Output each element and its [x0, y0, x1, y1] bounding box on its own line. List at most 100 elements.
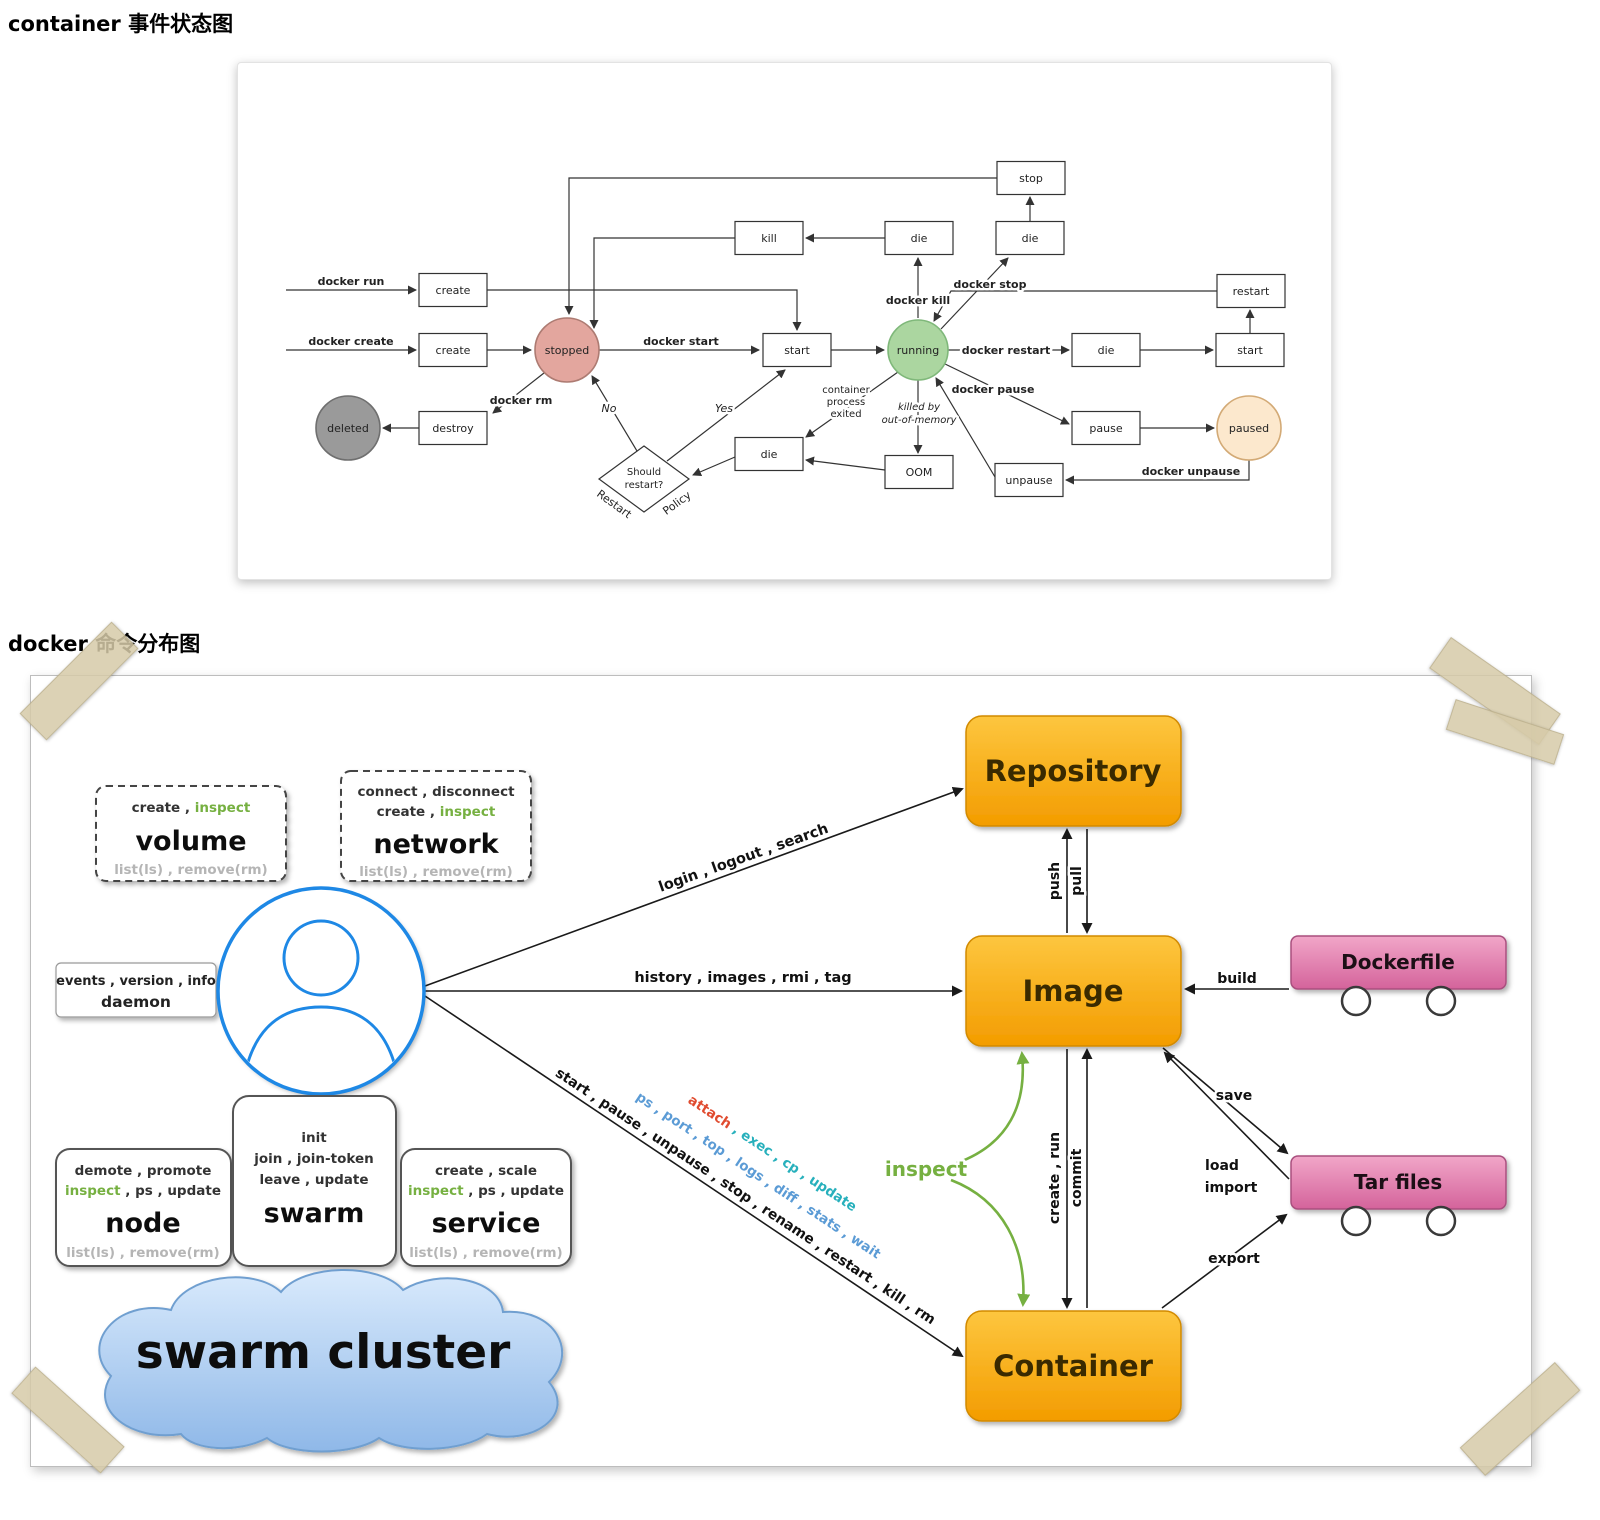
- service-ps-update: , ps , update: [464, 1183, 564, 1199]
- repository-box: [965, 715, 1182, 827]
- edge-save: [1162, 1047, 1289, 1155]
- paused-label: paused: [1229, 422, 1269, 435]
- stopped-state: [534, 317, 600, 383]
- swarm-init: init: [301, 1130, 327, 1146]
- state-diagram-svg: stop kill die die create restart create …: [286, 160, 1286, 521]
- die-restart-label: die: [1098, 344, 1115, 357]
- daemon-box: [55, 962, 217, 1018]
- user-head: [282, 919, 360, 997]
- load-label: load: [1205, 1158, 1239, 1174]
- inspect-label: inspect: [885, 1157, 968, 1181]
- create-create-box: [418, 332, 488, 368]
- node-inspect: inspect: [65, 1183, 121, 1199]
- docker-start-label: docker start: [643, 335, 719, 348]
- edge-inspect-container: [950, 1178, 1031, 1307]
- swarm-box: [232, 1095, 397, 1267]
- dockerfile-wheel-right: [1425, 985, 1457, 1017]
- die-stop-box: [995, 220, 1065, 256]
- commit-label: commit: [1069, 1148, 1085, 1207]
- network-create: create ,: [377, 804, 440, 820]
- oom-box: [884, 454, 954, 490]
- start-main-label: start: [784, 344, 810, 357]
- edge-yes-to-start: [666, 369, 786, 462]
- volume-name: volume: [135, 826, 246, 857]
- exited-label-1: container: [822, 385, 870, 396]
- no-label: No: [602, 402, 617, 415]
- die-exit-box: [734, 436, 804, 472]
- network-list-remove: list(ls) , remove(rm): [359, 864, 512, 880]
- repo-cmds-label: login , logout , search: [657, 821, 831, 896]
- edge-oom-to-die: [805, 456, 886, 471]
- export-label: export: [1208, 1251, 1260, 1267]
- stop-label: stop: [1019, 172, 1043, 185]
- command-map-svg: create , inspect volume list(ls) , remov…: [55, 715, 1507, 1453]
- diamond-line1: Should: [627, 467, 661, 478]
- start-restart-box: [1215, 332, 1285, 368]
- volume-create: create ,: [132, 800, 195, 816]
- command-edges: [424, 786, 1290, 1358]
- service-box: [400, 1148, 572, 1267]
- tar-files-box: [1290, 1155, 1507, 1210]
- die-kill-box: [884, 220, 954, 256]
- tar-files-wheel-right: [1425, 1205, 1457, 1237]
- image-label: Image: [1022, 974, 1123, 1008]
- push-label: push: [1047, 862, 1063, 900]
- node-box: [55, 1148, 232, 1267]
- docker-rm-label: docker rm: [490, 394, 553, 407]
- build-label: build: [1217, 971, 1257, 987]
- edge-no-to-stopped: [591, 375, 638, 452]
- user-icon: [216, 886, 426, 1096]
- command-map-poster: create , inspect volume list(ls) , remov…: [30, 675, 1532, 1467]
- state-diagram-panel: stop kill die die create restart create …: [237, 62, 1332, 580]
- state-edges: [286, 177, 1255, 485]
- docker-stop-label: docker stop: [954, 278, 1027, 291]
- daemon-cmds: events , version , info: [56, 974, 216, 989]
- pause-label: pause: [1089, 422, 1122, 435]
- node-demote: demote , promote: [75, 1163, 212, 1179]
- unpause-box: [994, 462, 1064, 498]
- create-run-label: create , run: [1047, 1132, 1063, 1224]
- tar-files-label: Tar files: [1354, 1170, 1443, 1194]
- network-cmds: create , inspect: [377, 804, 496, 820]
- volume-list-remove: list(ls) , remove(rm): [114, 862, 267, 878]
- volume-box: [95, 785, 287, 882]
- dockerfile-label: Dockerfile: [1341, 950, 1455, 974]
- unpause-label: unpause: [1005, 474, 1052, 487]
- docker-unpause-label: docker unpause: [1142, 465, 1240, 478]
- running-label: running: [897, 344, 939, 357]
- network-name: network: [373, 829, 499, 860]
- paused-state: [1216, 395, 1282, 461]
- oom-label-2: out-of-memory: [882, 415, 958, 426]
- service-cmds: inspect , ps , update: [408, 1183, 564, 1199]
- user-circle: [216, 886, 426, 1096]
- create-run-label: create: [436, 284, 471, 297]
- service-create: create , scale: [435, 1163, 537, 1179]
- stopped-label: stopped: [545, 344, 590, 357]
- volume-inspect: inspect: [195, 800, 251, 816]
- volume-cmds: create , inspect: [132, 800, 251, 816]
- network-connect: connect , disconnect: [357, 784, 515, 800]
- dockerfile-wheel-left: [1340, 985, 1372, 1017]
- node-cmds: inspect , ps , update: [65, 1183, 221, 1199]
- edge-kill-to-stopped: [589, 237, 735, 329]
- container-query-cmds-label: ps , port , top , logs , diff , stats , …: [633, 1089, 884, 1263]
- create-create-label: create: [436, 344, 471, 357]
- service-list-remove: list(ls) , remove(rm): [409, 1245, 562, 1261]
- import-label: import: [1205, 1180, 1258, 1196]
- save-label: save: [1216, 1088, 1252, 1104]
- oom-label-1: killed by: [898, 402, 941, 413]
- edge-user-repository: [424, 786, 964, 987]
- edge-docker-stop: [940, 257, 1009, 330]
- edge-docker-pause: [942, 362, 1070, 425]
- die-stop-label: die: [1022, 232, 1039, 245]
- create-run-box: [418, 272, 488, 308]
- edge-stop-to-stopped: [564, 177, 997, 315]
- deleted-state: [315, 395, 381, 461]
- restart-box: [1216, 273, 1286, 309]
- die-restart-box: [1071, 332, 1141, 368]
- destroy-box: [418, 410, 488, 446]
- destroy-label: destroy: [432, 422, 474, 435]
- docker-kill-label: docker kill: [886, 294, 950, 307]
- docker-run-label: docker run: [318, 275, 385, 288]
